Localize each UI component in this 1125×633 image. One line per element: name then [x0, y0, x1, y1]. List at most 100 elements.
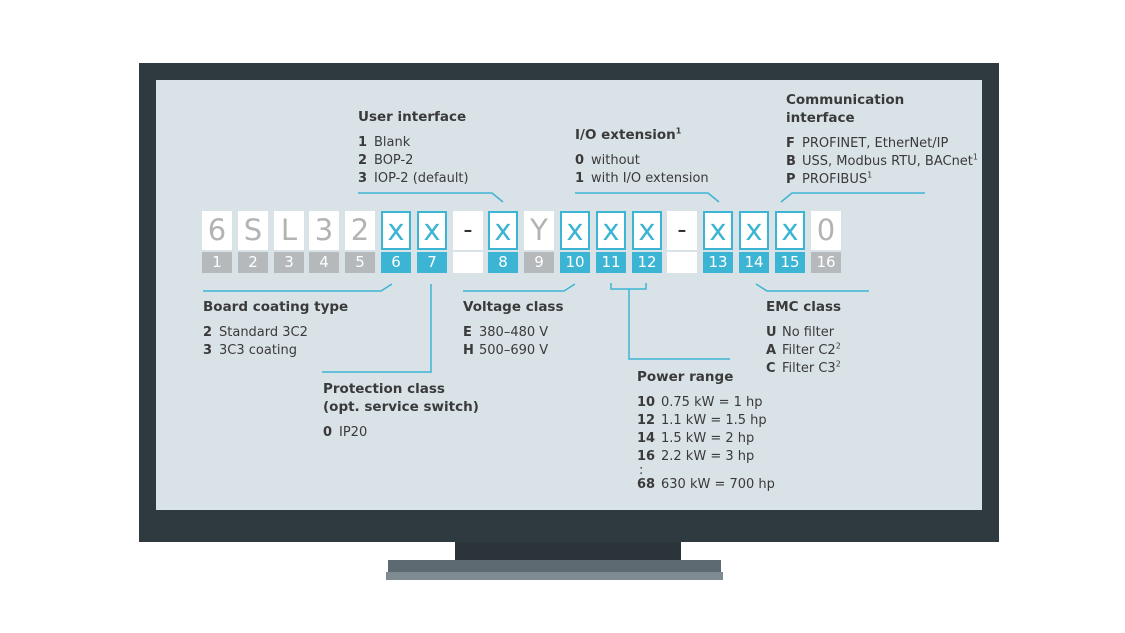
code-cell-index [667, 252, 697, 273]
power-range-title: Power range [637, 369, 734, 385]
io-extension-option-key: 0 [575, 153, 585, 168]
code-cell-index: 8 [488, 252, 518, 273]
io-extension-title: I/O extension1 [575, 126, 682, 143]
code-cell-index: 1 [202, 252, 232, 273]
code-cell-char: - [667, 211, 697, 250]
code-cell-index: 11 [596, 252, 626, 273]
io-extension-option-label: with I/O extension [591, 171, 709, 186]
power-range-option: 14 1.5 kW = 2 hp [637, 430, 775, 448]
line-voltage-class [463, 283, 576, 292]
code-cell-index: 16 [811, 252, 841, 273]
code-cell-index: 10 [560, 252, 590, 273]
code-cell-char: L [274, 211, 304, 250]
communication-option-label: PROFIBUS [802, 172, 868, 187]
line-power-range [628, 289, 730, 360]
protection-class-option-label: IP20 [339, 425, 368, 440]
power-range-option-label: 1.1 kW = 1.5 hp [661, 413, 767, 428]
emc-class-option-label: Filter C3 [782, 361, 836, 376]
monitor-stand-base [386, 572, 723, 580]
line-io-extension [575, 192, 720, 203]
code-cell-char: - [453, 211, 483, 250]
emc-class-option-footnote: 2 [835, 359, 841, 369]
code-cell-char: x [739, 211, 769, 250]
code-cell-index: 3 [274, 252, 304, 273]
line-communication [780, 192, 925, 203]
emc-class-option: A Filter C22 [766, 342, 841, 360]
power-range-option-label: 2.2 kW = 3 hp [661, 449, 755, 464]
code-cell-index: 14 [739, 252, 769, 273]
line-emc-class [755, 283, 869, 292]
line-user-interface [358, 192, 504, 203]
communication-option-footnote: 1 [867, 170, 873, 180]
code-cell-index: 4 [309, 252, 339, 273]
emc-class-option-footnote: 2 [835, 341, 841, 351]
code-cell-index: 6 [381, 252, 411, 273]
emc-class-title: EMC class [766, 299, 842, 315]
user-interface-option-key: 3 [358, 171, 368, 186]
voltage-class-option-key: H [463, 343, 474, 358]
communication-option-footnote: 1 [972, 152, 978, 162]
emc-class-option-label: No filter [782, 325, 835, 340]
voltage-class-option-label: 380–480 V [479, 325, 549, 340]
code-cell-char: Y [524, 211, 554, 250]
power-range-option-key: 16 [637, 449, 656, 464]
communication-option-key: F [786, 136, 795, 151]
voltage-class-option-key: E [463, 325, 472, 340]
voltage-class-option: E 380–480 V [463, 324, 564, 342]
io-extension-option-label: without [591, 153, 640, 168]
emc-class-option: U No filter [766, 324, 841, 342]
io-extension-option: 0 without [575, 152, 709, 170]
voltage-class-title: Voltage class [463, 299, 564, 315]
power-range-option: 16 2.2 kW = 3 hp [637, 448, 775, 466]
code-cell-char: 3 [309, 211, 339, 250]
emc-class-option-key: A [766, 343, 777, 358]
board-coating-option-key: 2 [203, 325, 213, 340]
voltage-class-option-label: 500–690 V [479, 343, 549, 358]
power-range-option-label: 1.5 kW = 2 hp [661, 431, 755, 446]
io-extension-option: 1 with I/O extension [575, 170, 709, 188]
line-power-range-bracket [610, 283, 647, 290]
line-board-coating [203, 283, 393, 292]
code-cell-char: x [632, 211, 662, 250]
board-coating-option-label: 3C3 coating [219, 343, 298, 358]
voltage-class-block: Voltage class E 380–480 V H 500–690 V [463, 298, 564, 360]
code-cell-char: x [596, 211, 626, 250]
io-extension-footnote: 1 [675, 126, 682, 136]
power-range-option-label: 0.75 kW = 1 hp [661, 395, 763, 410]
monitor-screen [156, 80, 982, 510]
emc-class-option-key: U [766, 325, 777, 340]
user-interface-option-key: 2 [358, 153, 368, 168]
code-cell-char: x [560, 211, 590, 250]
code-cell-char: x [381, 211, 411, 250]
code-cell-index: 5 [345, 252, 375, 273]
code-cell-char: 2 [345, 211, 375, 250]
code-cell-index: 13 [703, 252, 733, 273]
line-protection-class [322, 284, 432, 373]
user-interface-option-key: 1 [358, 135, 368, 150]
code-cell-char: 6 [202, 211, 232, 250]
protection-class-title: Protection class(opt. service switch) [323, 381, 479, 415]
code-cell-char: x [417, 211, 447, 250]
code-cell-char: x [488, 211, 518, 250]
code-cell-char: x [703, 211, 733, 250]
emc-class-option-label: Filter C2 [782, 343, 836, 358]
code-cell-char: x [775, 211, 805, 250]
power-range-option-key: 14 [637, 431, 656, 446]
io-extension-option-key: 1 [575, 171, 585, 186]
